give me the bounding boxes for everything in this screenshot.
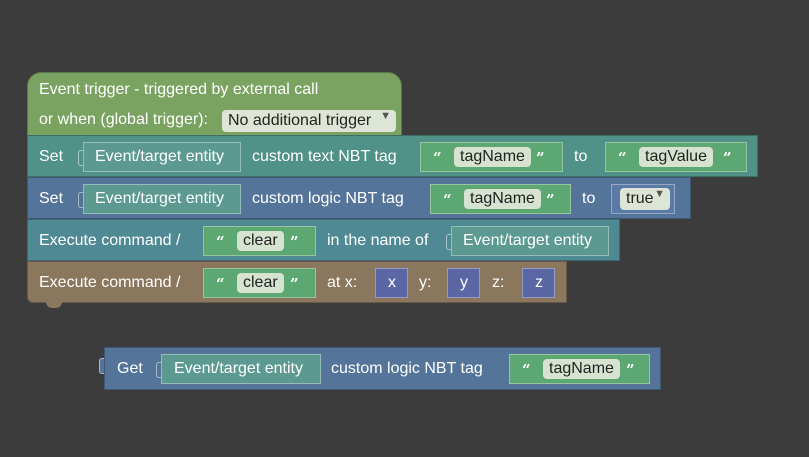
x-variable-block[interactable]: x [375, 268, 408, 298]
set-label: Set [39, 190, 64, 207]
at-x-label: at x: [327, 274, 358, 291]
command-field[interactable]: clear [237, 273, 284, 293]
set-text-nbt-block[interactable]: Set Event/target entity custom text NBT … [27, 135, 758, 177]
tag-name-text-block[interactable]: “ tagName ” [420, 142, 563, 172]
execute-command-label: Execute command / [39, 232, 181, 249]
set-logic-nbt-block[interactable]: Set Event/target entity custom logic NBT… [27, 177, 691, 219]
entity-label: Event/target entity [95, 148, 224, 165]
to-label: to [582, 190, 596, 207]
command-text-block[interactable]: “ clear ” [203, 226, 316, 256]
get-label: Get [117, 360, 143, 377]
y-variable-label: y [460, 274, 468, 291]
close-quote-icon: ” [536, 149, 545, 167]
open-quote-icon: “ [522, 361, 531, 379]
input-connector-icon [78, 150, 83, 166]
event-trigger-title: Event trigger - triggered by external ca… [39, 81, 319, 98]
close-quote-icon: ” [546, 191, 555, 209]
open-quote-icon: “ [433, 149, 442, 167]
tag-value-text-block[interactable]: “ tagValue ” [605, 142, 747, 172]
tag-name-text-block[interactable]: “ tagName ” [430, 184, 571, 214]
z-variable-block[interactable]: z [522, 268, 555, 298]
dropdown-arrow-icon: ▼ [654, 188, 665, 200]
execute-at-position-block[interactable]: Execute command / “ clear ” at x: x y: y… [27, 261, 567, 303]
entity-label: Event/target entity [174, 360, 303, 377]
tag-name-field[interactable]: tagName [454, 147, 531, 167]
text-tag-label: custom text NBT tag [252, 148, 397, 165]
entity-input[interactable]: Event/target entity [446, 226, 609, 256]
to-label: to [574, 148, 588, 165]
global-trigger-label: or when (global trigger): [39, 111, 208, 128]
get-logic-nbt-block[interactable]: Get Event/target entity custom logic NBT… [99, 347, 661, 390]
input-connector-icon [156, 362, 161, 378]
set-label: Set [39, 148, 64, 165]
open-quote-icon: “ [443, 191, 452, 209]
entity-label: Event/target entity [463, 232, 592, 249]
y-label: y: [419, 274, 432, 291]
event-trigger-block[interactable]: Event trigger - triggered by external ca… [27, 72, 402, 136]
open-quote-icon: “ [618, 149, 627, 167]
logic-tag-label: custom logic NBT tag [331, 360, 483, 377]
global-trigger-dropdown[interactable]: No additional trigger ▼ [222, 110, 396, 132]
boolean-value: true [626, 190, 654, 207]
output-connector-icon [99, 358, 104, 374]
dropdown-arrow-icon: ▼ [380, 110, 391, 122]
command-text-block[interactable]: “ clear ” [203, 268, 316, 298]
tag-name-text-block[interactable]: “ tagName ” [509, 354, 650, 384]
entity-input[interactable]: Event/target entity [156, 354, 321, 384]
logic-tag-label: custom logic NBT tag [252, 190, 404, 207]
close-quote-icon: ” [290, 233, 299, 251]
entity-input[interactable]: Event/target entity [78, 184, 241, 214]
boolean-dropdown[interactable]: true ▼ [620, 188, 670, 210]
z-label: z: [492, 274, 505, 291]
close-quote-icon: ” [723, 149, 732, 167]
input-connector-icon [446, 234, 451, 250]
tag-name-field[interactable]: tagName [543, 359, 620, 379]
tag-value-field[interactable]: tagValue [639, 147, 713, 167]
open-quote-icon: “ [216, 275, 225, 293]
command-field[interactable]: clear [237, 231, 284, 251]
entity-label: Event/target entity [95, 190, 224, 207]
tag-name-field[interactable]: tagName [464, 189, 541, 209]
z-variable-label: z [535, 274, 543, 291]
entity-input[interactable]: Event/target entity [78, 142, 241, 172]
boolean-block[interactable]: true ▼ [611, 184, 675, 214]
close-quote-icon: ” [290, 275, 299, 293]
next-statement-notch [46, 302, 62, 308]
global-trigger-value: No additional trigger [228, 112, 372, 129]
y-variable-block[interactable]: y [447, 268, 480, 298]
in-name-of-label: in the name of [327, 232, 429, 249]
execute-as-entity-block[interactable]: Execute command / “ clear ” in the name … [27, 219, 620, 261]
x-variable-label: x [388, 274, 396, 291]
open-quote-icon: “ [216, 233, 225, 251]
input-connector-icon [78, 192, 83, 208]
close-quote-icon: ” [626, 361, 635, 379]
execute-command-label: Execute command / [39, 274, 181, 291]
